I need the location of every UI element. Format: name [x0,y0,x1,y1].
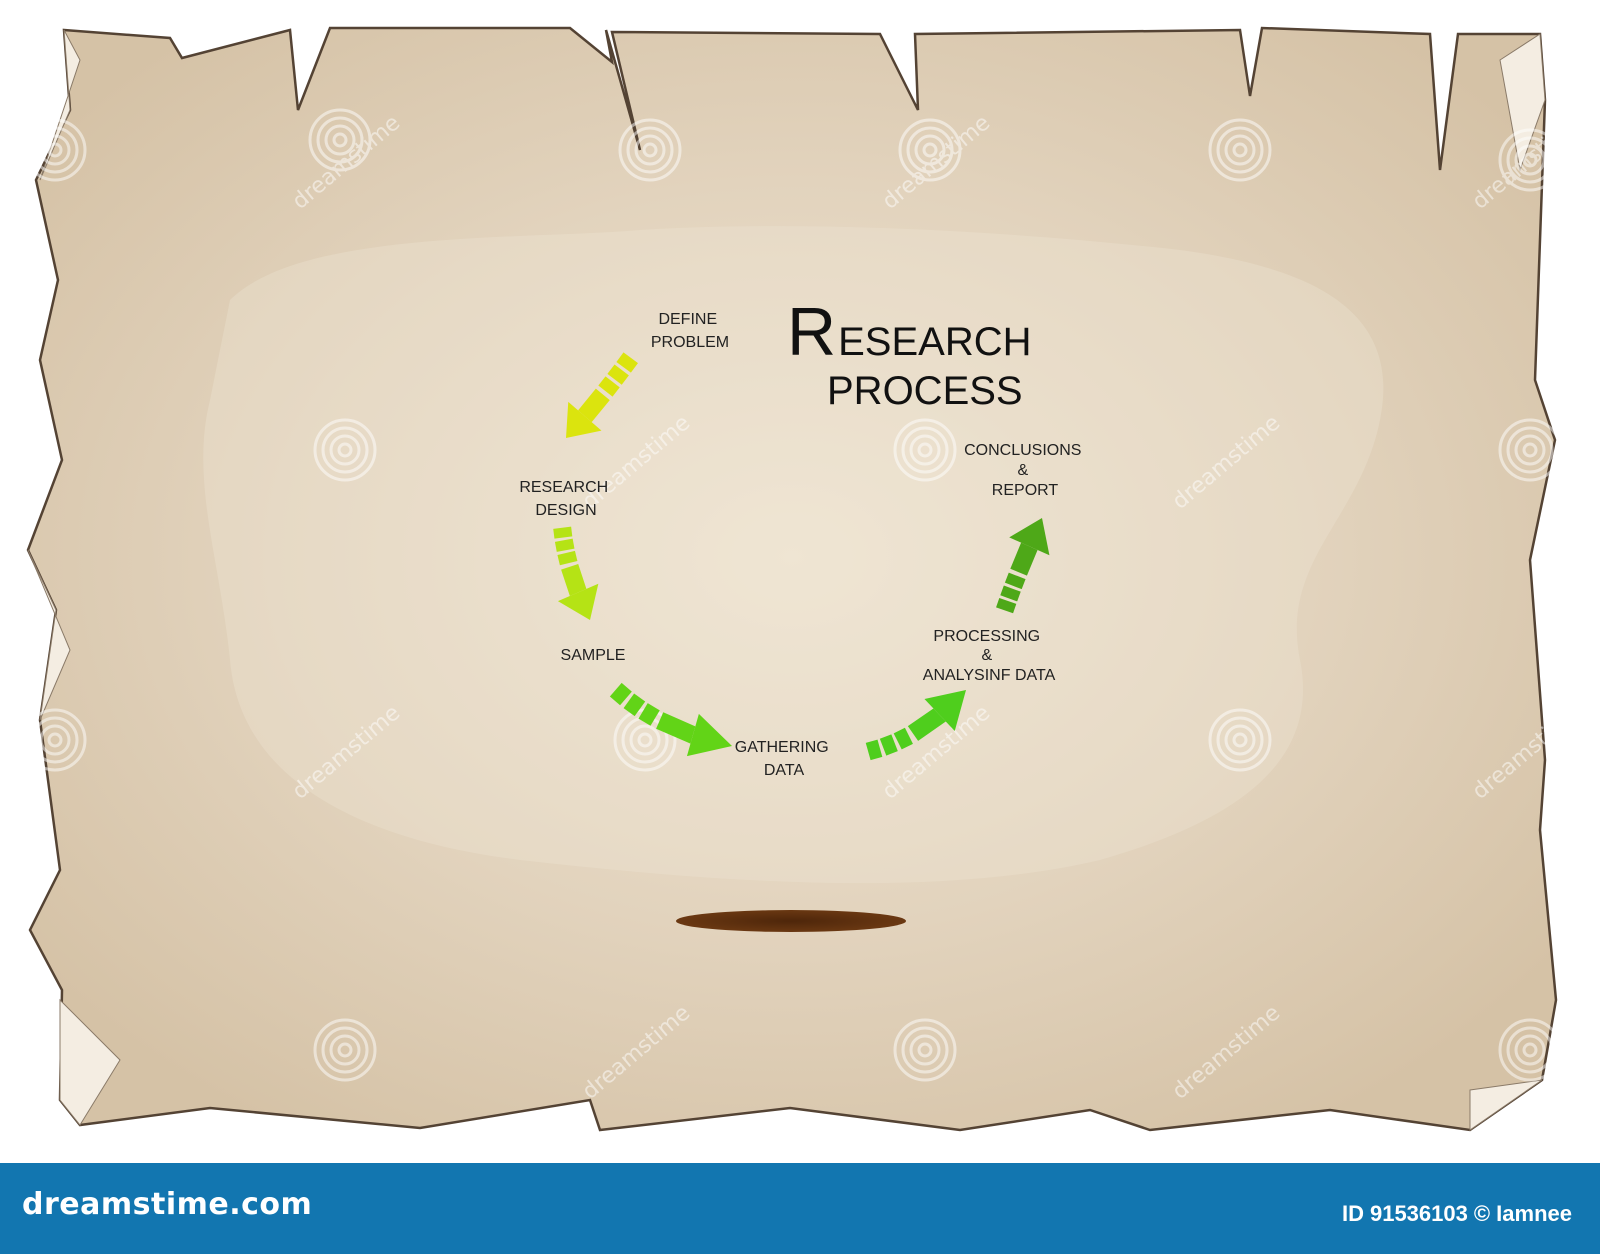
watermark-swirl-icon [23,708,87,772]
arrow-segment [893,727,913,750]
watermark-swirl-icon [313,418,377,482]
arrow-head [566,401,602,438]
step-label-gathering-data: GATHERING DATA [735,739,833,779]
curled-corner-top-left [39,29,81,181]
arrow-segment [616,352,638,373]
arrow-segment [623,693,646,717]
title-line-2: PROCESS [827,369,1023,413]
arrow-segment [607,364,629,385]
paper-stain [203,226,1384,884]
curled-corner-bottom-right [1469,1079,1543,1131]
old-paper-background [26,26,1558,1132]
image-id-value: 91536103 [1369,1201,1468,1226]
arrow-segment [609,682,632,706]
arrow-segment [598,376,620,397]
watermark-swirl-icon [1498,1018,1562,1082]
arrow-segment [638,703,660,726]
arrow-shaft [1010,542,1038,576]
arrow-gathering-to-processing-icon [865,690,966,761]
watermark-swirl-icon [898,118,962,182]
step-label-define-problem: DEFINE PROBLEM [651,311,729,351]
watermark-swirl-icon [1498,418,1562,482]
watermark-swirl-icon [1208,708,1272,772]
arrow-shaft [578,388,610,423]
arrow-segment [1004,572,1026,590]
title-rest: ESEARCH [838,320,1031,364]
watermark-swirl-icon [1498,128,1562,192]
step-label-sample: SAMPLE [561,647,626,664]
watermark-swirl-icon [313,1018,377,1082]
dreamstime-logo[interactable]: dreamstime.com [22,1187,313,1222]
watermark-swirl-icon [23,118,87,182]
arrow-shaft [656,712,696,744]
step-label-conclusions-report: CONCLUSIONS & REPORT [964,442,1086,499]
arrow-head [924,690,966,731]
shadow-ellipse [676,910,906,932]
arrow-segment [865,739,883,761]
arrow-head [686,713,732,757]
curled-edge-left [27,549,71,721]
image-id-label: ID [1341,1201,1364,1226]
watermark-swirl-icon [308,108,372,172]
watermark-swirl-icon [1208,118,1272,182]
arrow-segment [1000,585,1021,602]
arrow-head [1009,518,1050,556]
process-arrows [553,352,1050,761]
arrow-segment [554,538,575,552]
arrow-processing-to-conclusions-icon [996,518,1050,614]
step-label-processing-analysing-data: PROCESSING & ANALYSINF DATA [923,628,1056,684]
arrow-segment [996,597,1017,614]
arrow-design-to-sample-icon [553,526,599,620]
watermark-swirl-icon [618,118,682,182]
step-label-research-design: RESEARCH DESIGN [519,479,612,519]
arrow-segment [557,550,578,566]
image-author-credit: © Iamnee [1473,1201,1572,1226]
arrow-segment [879,734,898,756]
title-initial: R [787,294,836,370]
title-line-1: RESEARCH [787,294,1032,370]
arrow-segment [553,526,573,539]
arrow-shaft [907,708,946,741]
arrow-sample-to-gathering-icon [609,682,732,757]
watermark-swirl-icon [893,418,957,482]
watermark-swirl-icon [893,1018,957,1082]
arrow-define-to-design-icon [566,352,638,438]
arrow-head [557,583,599,620]
arrow-shaft [561,563,587,597]
curled-corner-bottom-left [59,998,121,1126]
